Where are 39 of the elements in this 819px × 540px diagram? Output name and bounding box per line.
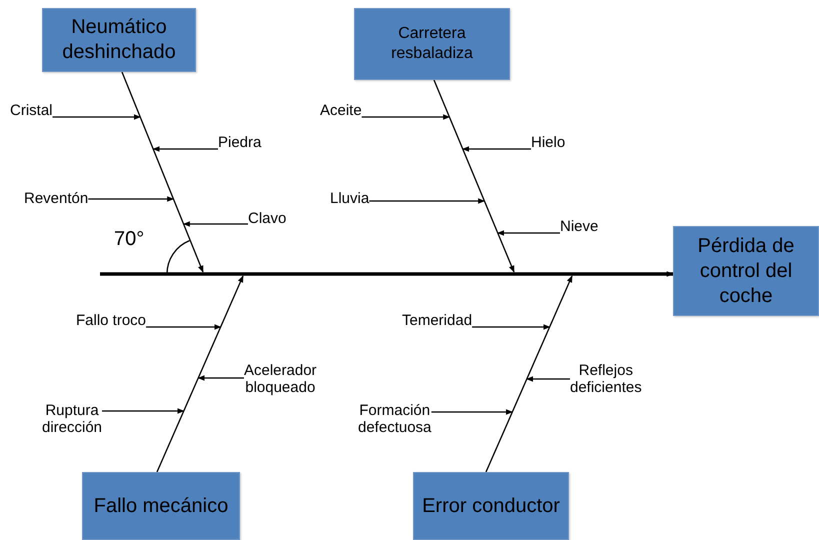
arrow	[485, 275, 573, 472]
cause-category-box: Error conductor	[413, 472, 569, 540]
cause-label: Reflejos deficientes	[570, 362, 642, 396]
cause-label: Fallo troco	[76, 312, 146, 329]
arrow	[497, 230, 560, 236]
arrow	[198, 375, 244, 381]
arrow	[462, 146, 531, 152]
cause-label: Hielo	[531, 134, 566, 151]
cause-label: Clavo	[248, 210, 286, 227]
cause-label: Cristal	[10, 102, 53, 119]
main-arrow	[100, 271, 674, 277]
arrow	[433, 80, 515, 273]
cause-category-box: Fallo mecánico	[82, 472, 240, 540]
cause-label: Lluvia	[330, 190, 370, 207]
arrow	[362, 114, 450, 120]
cause-label: Aceite	[320, 102, 362, 119]
arrow	[182, 221, 248, 227]
arrow	[52, 114, 141, 120]
arrow	[102, 408, 184, 414]
cause-category-box: Carretera resbaladiza	[354, 8, 510, 80]
arrow	[152, 146, 218, 152]
cause-label: Acelerador bloqueado	[244, 362, 317, 396]
cause-label: Temeridad	[402, 312, 472, 329]
cause-label: Piedra	[218, 134, 262, 151]
cause-label: Reventón	[24, 190, 88, 207]
arrow	[146, 324, 222, 330]
arrow	[526, 376, 570, 382]
arrow	[156, 275, 244, 472]
cause-label: Nieve	[560, 218, 598, 235]
cause-label: Formación defectuosa	[358, 402, 432, 436]
arrow	[472, 324, 550, 330]
cause-label: Ruptura dirección	[42, 402, 102, 436]
arrow	[431, 409, 514, 415]
arrow	[121, 72, 204, 273]
cause-category-box: Neumático deshinchado	[42, 8, 196, 72]
cause-category-box: Pérdida de control del coche	[673, 226, 819, 316]
arrow	[369, 198, 486, 204]
arrow	[88, 196, 174, 202]
angle-label: 70°	[114, 228, 144, 250]
